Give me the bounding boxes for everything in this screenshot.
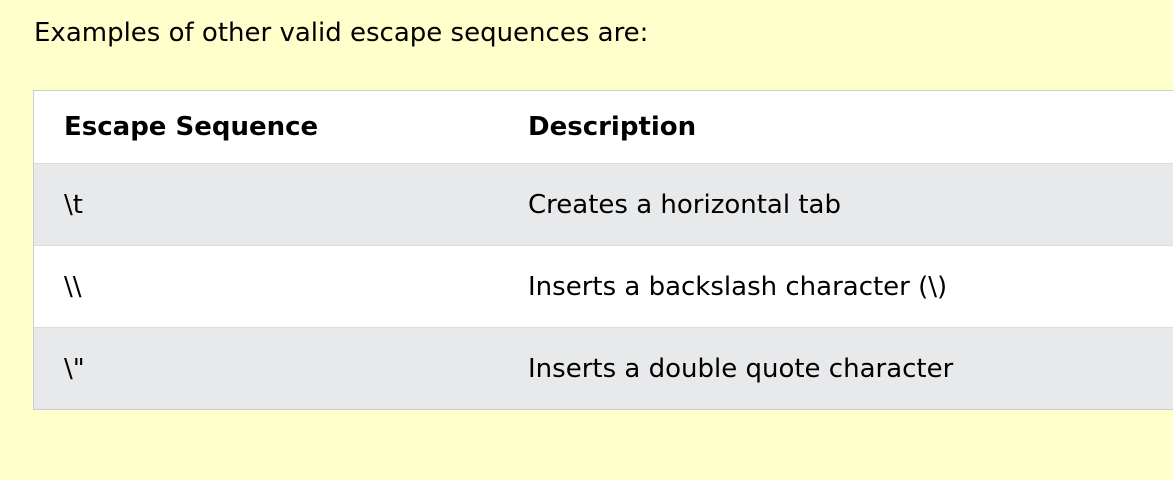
sequence-cell: \\ xyxy=(34,245,498,328)
table-row: \\ Inserts a backslash character (\) xyxy=(34,245,1173,328)
intro-text: Examples of other valid escape sequences… xyxy=(34,18,649,48)
header-description: Description xyxy=(498,91,1173,164)
table-header-row: Escape Sequence Description xyxy=(34,91,1173,164)
table-row: \t Creates a horizontal tab xyxy=(34,163,1173,246)
escape-sequence-table: Escape Sequence Description \t Creates a… xyxy=(33,90,1173,410)
table-row: \" Inserts a double quote character xyxy=(34,327,1173,409)
description-cell: Creates a horizontal tab xyxy=(498,163,1173,246)
sequence-cell: \t xyxy=(34,163,498,246)
description-cell: Inserts a double quote character xyxy=(498,327,1173,409)
sequence-cell: \" xyxy=(34,327,498,409)
description-cell: Inserts a backslash character (\) xyxy=(498,245,1173,328)
header-escape-sequence: Escape Sequence xyxy=(34,91,498,164)
